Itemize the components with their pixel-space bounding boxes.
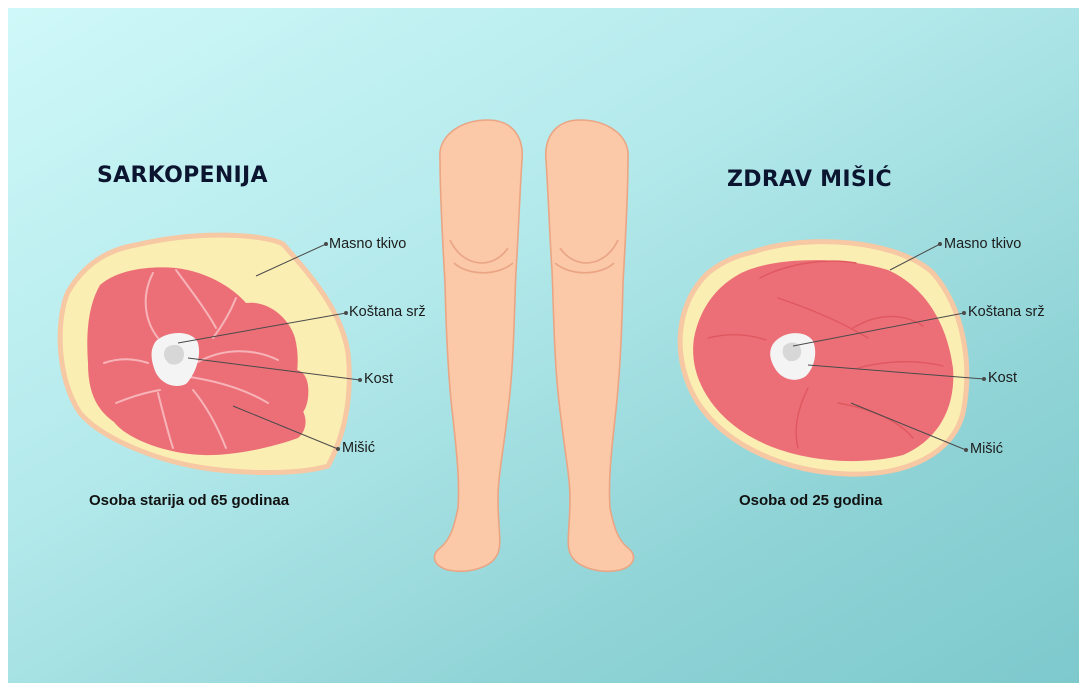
right-label-bone: Kost: [988, 370, 1017, 386]
left-leg-illustration: [434, 120, 522, 571]
dot-left-muscle: [336, 447, 340, 451]
left-label-marrow: Koštana srž: [349, 304, 426, 320]
right-leg-illustration: [546, 120, 634, 571]
illustration: [8, 8, 1079, 683]
right-panel-title: ZDRAV MIŠIĆ: [727, 167, 892, 192]
left-thigh-cross-section: [60, 235, 349, 472]
right-label-marrow: Koštana srž: [968, 304, 1045, 320]
dot-left-bone: [358, 378, 362, 382]
dot-right-bone: [982, 377, 986, 381]
right-label-fat: Masno tkivo: [944, 236, 1021, 252]
dot-left-marrow: [344, 311, 348, 315]
infographic-canvas: SARKOPENIJA ZDRAV MIŠIĆ Masno tkivo Košt…: [8, 8, 1079, 683]
left-caption: Osoba starija od 65 godinaa: [89, 492, 289, 509]
dot-right-marrow: [962, 311, 966, 315]
left-label-bone: Kost: [364, 371, 393, 387]
left-label-muscle: Mišić: [342, 440, 375, 456]
left-label-fat: Masno tkivo: [329, 236, 406, 252]
dot-right-muscle: [964, 448, 968, 452]
dot-left-fat: [324, 242, 328, 246]
right-label-muscle: Mišić: [970, 441, 1003, 457]
right-caption: Osoba od 25 godina: [739, 492, 882, 509]
left-panel-title: SARKOPENIJA: [97, 163, 268, 188]
dot-right-fat: [938, 242, 942, 246]
right-thigh-cross-section: [680, 242, 967, 475]
